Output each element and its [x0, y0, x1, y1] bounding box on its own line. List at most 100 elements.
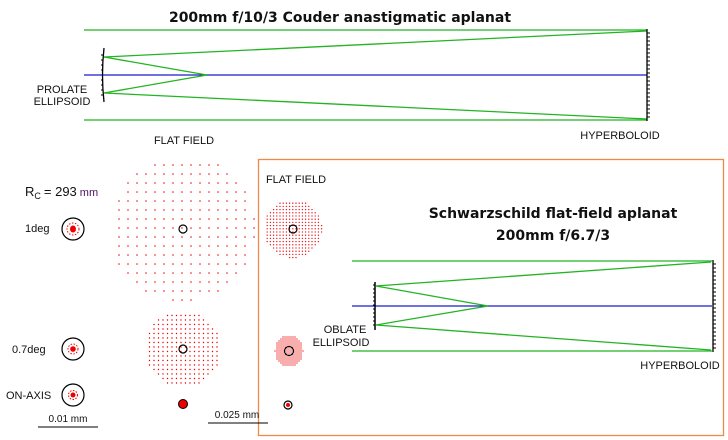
spot-dot: [166, 319, 169, 321]
spot-dot: [317, 215, 320, 217]
spot-dot: [217, 182, 219, 184]
spot-dot: [296, 360, 298, 362]
spot-dot: [199, 200, 201, 202]
spot-dot: [172, 290, 174, 292]
spot-dot: [180, 332, 182, 335]
spot-dot: [286, 360, 288, 362]
spot-dot: [181, 299, 183, 301]
spot-dot: [298, 202, 300, 204]
spot-dot: [148, 350, 151, 353]
spot-dot: [162, 368, 164, 371]
spot-dot: [280, 354, 282, 356]
spot-dot: [279, 253, 281, 256]
spot-dot: [175, 332, 178, 335]
spot-dot: [162, 359, 164, 362]
spot-dot: [118, 263, 120, 265]
spot-dot: [282, 348, 284, 350]
spot-dot: [285, 228, 288, 230]
spot-dot: [153, 350, 155, 353]
spot-dot: [198, 314, 200, 317]
spot-dot: [154, 164, 156, 166]
spot-dot: [282, 234, 284, 236]
spot-dot: [295, 215, 297, 217]
spot-dot: [282, 358, 284, 360]
spot-dot: [235, 227, 237, 229]
spot-dot: [284, 338, 286, 340]
spot-dot: [226, 281, 228, 283]
spot-dot: [157, 323, 160, 326]
spot-dot: [301, 228, 304, 230]
spot-dot: [296, 350, 298, 352]
spot-dot: [193, 359, 196, 362]
spot-dot: [154, 218, 156, 220]
spot-dot: [199, 263, 201, 265]
spot-dot: [202, 328, 205, 330]
spot-dot: [298, 356, 300, 358]
spot-dot: [282, 231, 284, 233]
spot-dot: [295, 256, 297, 259]
spot-dot: [282, 228, 284, 230]
spot-dot: [153, 341, 155, 344]
spot-dot: [295, 208, 297, 211]
spot-dot: [180, 355, 182, 357]
spot-dot: [304, 234, 307, 236]
spot-dot: [189, 364, 191, 366]
spot-dot: [288, 208, 291, 211]
spot-dot: [217, 191, 219, 193]
spot-dot: [288, 364, 290, 366]
spot-dot: [269, 234, 272, 236]
spot-dot: [154, 200, 156, 202]
spot-dot: [300, 358, 302, 360]
spot-dot: [276, 354, 278, 356]
spot-dot: [317, 218, 320, 220]
spot-dot: [163, 200, 165, 202]
spot-dot: [285, 215, 288, 217]
spot-dot: [304, 218, 307, 220]
spot-dot: [301, 244, 304, 246]
spot-dot: [244, 227, 246, 229]
spot-dot: [276, 250, 278, 252]
spot-dot: [181, 281, 183, 283]
spot-dot: [286, 338, 288, 340]
spot-dot: [153, 332, 155, 335]
spot-dot: [278, 340, 280, 342]
schwarzschild-flat-field-label: FLAT FIELD: [266, 174, 326, 186]
spot-dot: [298, 231, 300, 233]
spot-dot: [198, 382, 200, 384]
spot-dot: [181, 227, 183, 229]
spot-dot: [276, 215, 278, 217]
spot-dot: [154, 263, 156, 265]
spot-dot: [320, 224, 323, 227]
spot-dot: [175, 368, 178, 371]
spot-dot: [189, 355, 191, 357]
spot-dot: [279, 205, 281, 208]
spot-dot: [207, 337, 209, 339]
spot-dot: [189, 382, 191, 384]
spot-dot: [148, 341, 151, 344]
spot-dot: [184, 364, 187, 366]
spot-dot: [301, 218, 304, 220]
spot-dot: [320, 231, 323, 233]
spot-dot: [282, 350, 284, 352]
spot-dot: [153, 359, 155, 362]
spot-dot: [235, 218, 237, 220]
spot-dot: [280, 362, 282, 364]
spot-dot: [282, 250, 284, 252]
spot-dot: [190, 173, 192, 175]
spot-dot: [301, 221, 304, 224]
spot-dot: [296, 342, 298, 344]
spot-dot: [153, 346, 155, 348]
spot-dot: [304, 250, 307, 252]
spot-dot: [226, 182, 228, 184]
spot-dot: [298, 342, 300, 344]
spot-dot: [180, 314, 182, 317]
spot-dot: [163, 218, 165, 220]
spot-dot: [189, 332, 191, 335]
spot-dot: [208, 245, 210, 247]
spot-dot: [199, 281, 201, 283]
spot-dot: [292, 356, 294, 358]
spot-dot: [153, 364, 155, 366]
spot-dot: [308, 218, 310, 220]
spot-dot: [282, 208, 284, 211]
spot-dot: [118, 227, 120, 229]
